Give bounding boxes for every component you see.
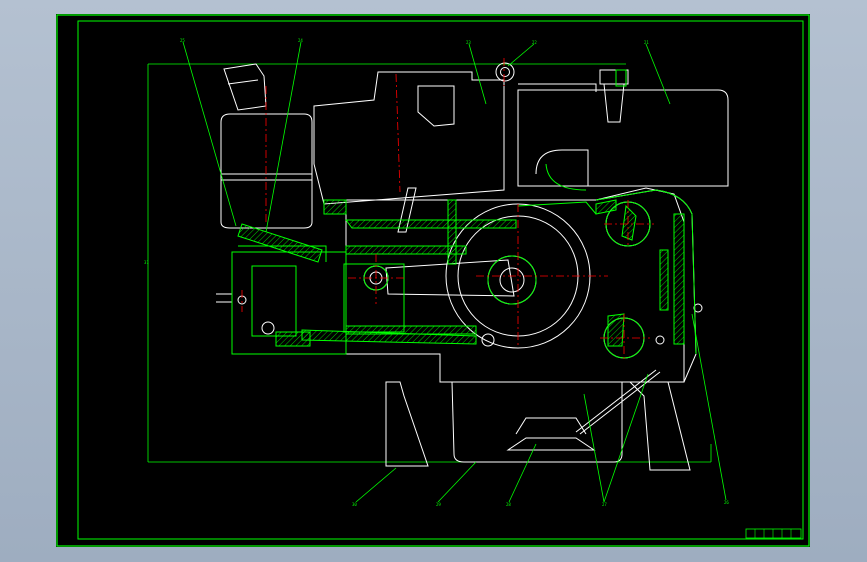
leader-label: 22 — [532, 40, 537, 45]
leader-lines — [182, 41, 727, 503]
leader-label: 26 — [724, 500, 729, 505]
center-lines — [241, 58, 654, 362]
leader-label: 30 — [352, 502, 357, 507]
leader-label: 21 — [644, 40, 649, 45]
section-hatching — [237, 199, 685, 347]
leader-label: 31 — [144, 260, 149, 265]
drawing-canvas[interactable]: 25 24 23 22 21 26 27 28 29 30 31 — [56, 14, 810, 547]
leader-labels: 25 24 23 22 21 26 27 28 29 30 31 — [144, 38, 729, 507]
title-block — [745, 528, 802, 539]
engine-assembly-drawing: 25 24 23 22 21 26 27 28 29 30 31 — [56, 14, 810, 547]
leader-label: 25 — [180, 38, 185, 43]
leader-label: 27 — [602, 502, 607, 507]
leader-label: 29 — [436, 502, 441, 507]
leader-label: 28 — [506, 502, 511, 507]
leader-label: 24 — [298, 38, 303, 43]
inner-border — [77, 20, 804, 540]
leader-label: 23 — [466, 40, 471, 45]
outer-border — [56, 14, 810, 547]
